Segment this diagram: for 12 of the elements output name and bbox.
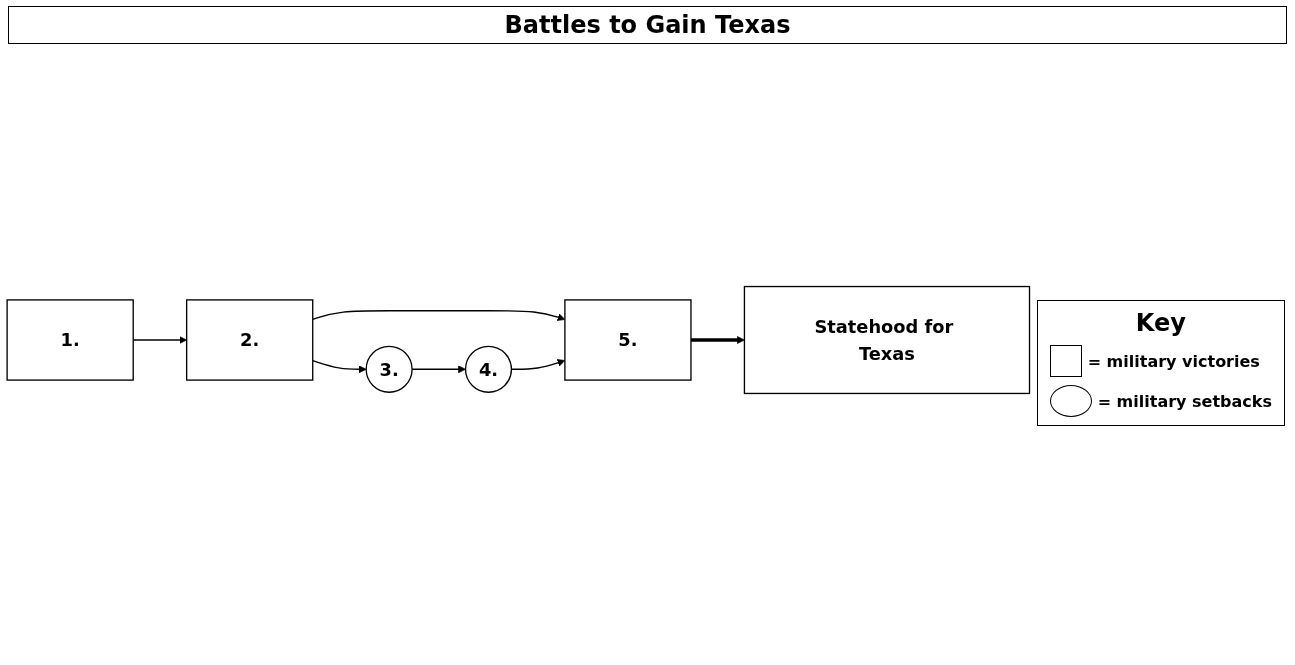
node-box: 2. [186, 299, 314, 381]
key-heading: Key [1134, 309, 1187, 337]
arrow [690, 336, 745, 344]
legend-text: = military setbacks [1097, 391, 1272, 411]
legend-text: = military victories [1087, 351, 1260, 371]
arrow [312, 359, 367, 374]
node-box: Statehood for Texas [743, 285, 1031, 395]
title-banner: Battles to Gain Texas [8, 6, 1287, 44]
node-circle: 4. [464, 345, 513, 393]
node-box: 1. [6, 299, 134, 381]
node-box: 5. [564, 299, 692, 381]
node-circle: 3. [365, 345, 413, 393]
